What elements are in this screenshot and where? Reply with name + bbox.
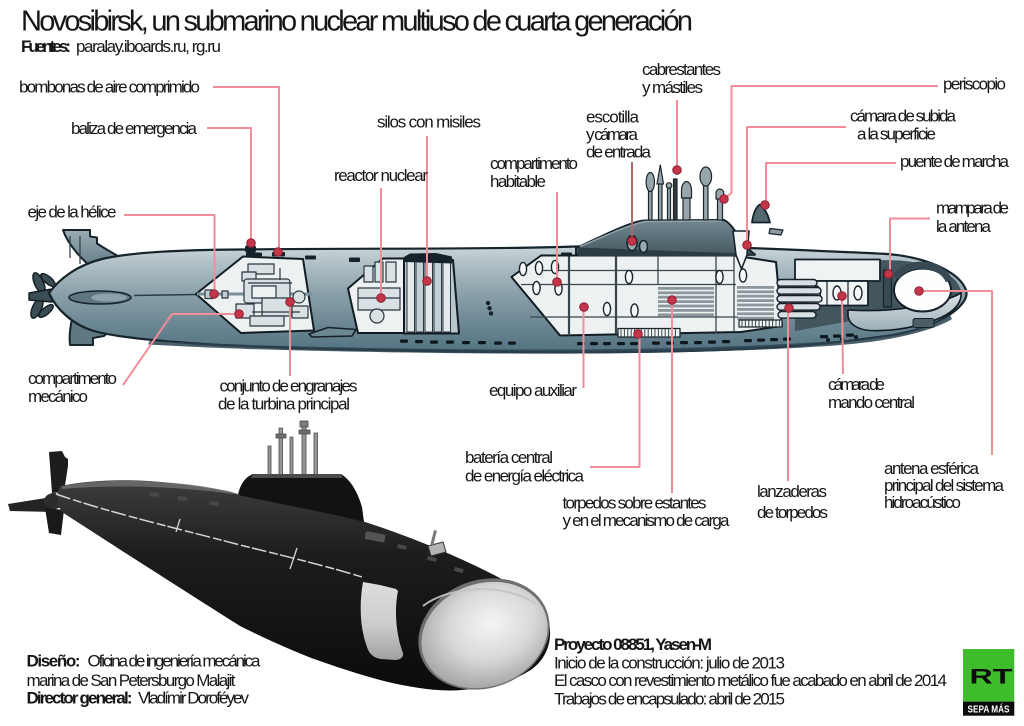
svg-text:cámara de: cámara de — [828, 375, 885, 394]
svg-text:batería central: batería central — [465, 448, 553, 467]
svg-text:Oficina de ingeniería mecánica: Oficina de ingeniería mecánica — [88, 652, 262, 671]
svg-text:la antena: la antena — [936, 217, 992, 236]
svg-text:reactor nuclear: reactor nuclear — [334, 166, 428, 185]
svg-text:compartimento: compartimento — [28, 369, 117, 388]
svg-text:de torpedos: de torpedos — [757, 503, 828, 522]
svg-text:mampara de: mampara de — [936, 199, 1009, 218]
svg-text:bombonas de aire comprimido: bombonas de aire comprimido — [19, 78, 200, 97]
svg-text:puente de marcha: puente de marcha — [900, 152, 1010, 171]
svg-text:y en el mecanismo de carga: y en el mecanismo de carga — [563, 511, 731, 530]
svg-text:cabrestantes: cabrestantes — [642, 60, 721, 79]
svg-text:equipo auxiliar: equipo auxiliar — [489, 381, 577, 400]
svg-text:escotilla: escotilla — [586, 108, 640, 127]
svg-text:Director general:: Director general: — [27, 689, 133, 708]
svg-text:periscopio: periscopio — [943, 75, 1006, 94]
svg-text:Vladímir Doroféyev: Vladímir Doroféyev — [138, 689, 250, 708]
svg-text:baliza de emergencia: baliza de emergencia — [71, 119, 198, 138]
svg-text:conjunto de engranajes: conjunto de engranajes — [220, 377, 358, 396]
svg-text:de la turbina principal: de la turbina principal — [218, 395, 350, 414]
svg-text:principal del sistema: principal del sistema — [884, 476, 1005, 495]
svg-text:SEPA MÁS: SEPA MÁS — [968, 703, 1010, 716]
svg-text:Diseño:: Diseño: — [27, 652, 81, 671]
svg-text:a la superficie: a la superficie — [857, 125, 936, 144]
svg-text:Inicio de la construcción: jul: Inicio de la construcción: julio de 2013 — [554, 654, 785, 673]
svg-text:cámara de subida: cámara de subida — [850, 107, 957, 126]
svg-text:paralay.iboards.ru, rg.ru: paralay.iboards.ru, rg.ru — [76, 37, 221, 56]
svg-text:marina de San Petersburgo Mala: marina de San Petersburgo Malajit — [27, 671, 236, 690]
svg-text:Novosibirsk, un submarino nucl: Novosibirsk, un submarino nuclear multiu… — [21, 6, 693, 38]
svg-text:RT: RT — [970, 666, 1013, 689]
svg-text:mecánico: mecánico — [28, 387, 88, 406]
svg-text:antena esférica: antena esférica — [884, 459, 980, 478]
svg-text:El casco con revestimiento met: El casco con revestimiento metálico fue … — [554, 671, 947, 690]
svg-text:torpedos sobre estantes: torpedos sobre estantes — [563, 494, 707, 513]
svg-text:mando central: mando central — [828, 393, 915, 412]
svg-text:de energía eléctrica: de energía eléctrica — [465, 467, 585, 486]
svg-text:Proyecto 08851, Yasen-M: Proyecto 08851, Yasen-M — [554, 635, 712, 654]
svg-text:Fuentes:: Fuentes: — [21, 37, 71, 56]
svg-text:y mástiles: y mástiles — [642, 78, 703, 97]
svg-text:y cámara: y cámara — [586, 125, 639, 144]
svg-text:Trabajos de encapsulado: abril: Trabajos de encapsulado: abril de 2015 — [554, 690, 785, 709]
svg-text:habitable: habitable — [490, 172, 546, 191]
svg-text:eje de la hélice: eje de la hélice — [28, 203, 117, 222]
svg-text:silos con misiles: silos con misiles — [377, 113, 481, 132]
svg-text:de entrada: de entrada — [586, 143, 652, 162]
svg-text:compartimento: compartimento — [490, 154, 578, 173]
svg-text:lanzaderas: lanzaderas — [757, 482, 827, 501]
svg-text:hidroacústico: hidroacústico — [884, 493, 961, 512]
